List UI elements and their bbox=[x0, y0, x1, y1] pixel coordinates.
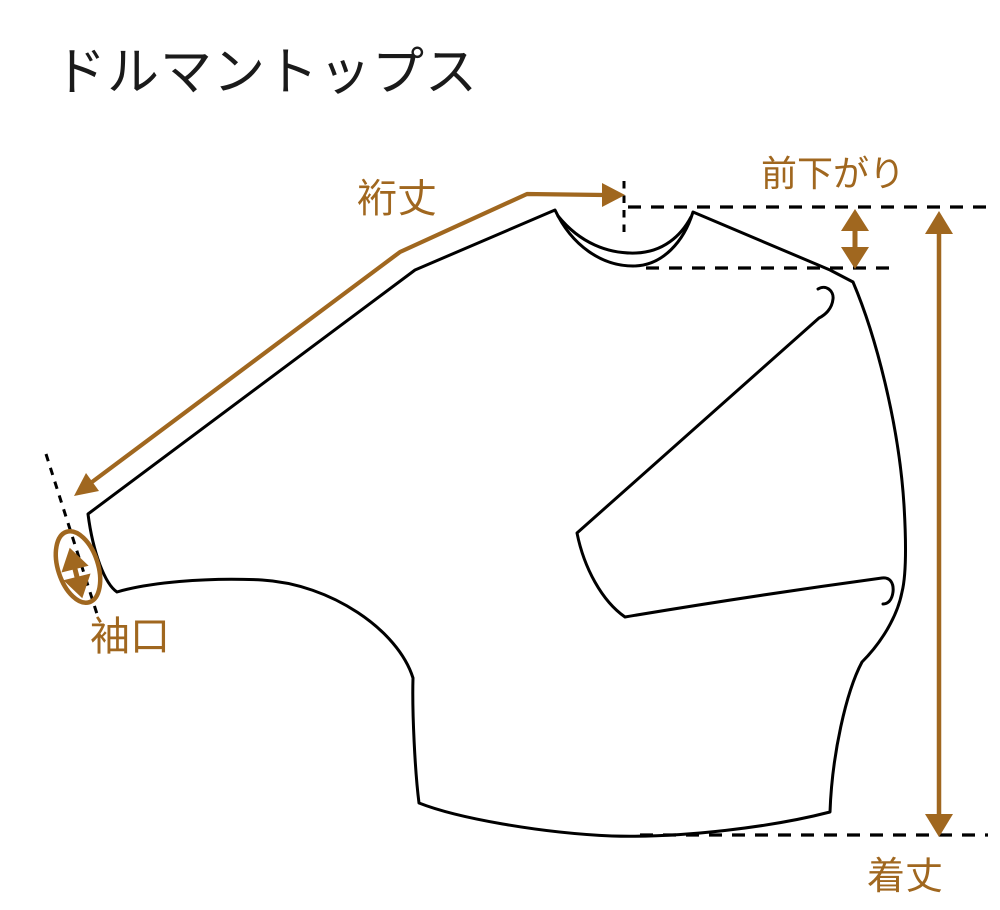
maesagari-arrowhead-up-icon bbox=[841, 209, 869, 231]
yuki-label: 裄丈 bbox=[357, 176, 437, 222]
neckline-inner-curve bbox=[556, 214, 693, 255]
inner-seam-line bbox=[575, 285, 895, 619]
diagram-title: ドルマントップス bbox=[54, 43, 478, 103]
kitake-double-arrow bbox=[925, 211, 953, 837]
garment-outline bbox=[86, 208, 907, 838]
cuff-arrowhead-up-icon bbox=[61, 547, 89, 573]
yuki-arrowhead-right-icon bbox=[602, 183, 625, 207]
cuff-ellipse bbox=[53, 529, 103, 605]
yuki-arrowhead-left-icon bbox=[74, 473, 99, 496]
measurement-marks bbox=[53, 183, 953, 837]
sodeguchi-label: 袖口 bbox=[90, 614, 170, 660]
kitake-arrowhead-up-icon bbox=[925, 211, 953, 234]
garment-drawing bbox=[86, 208, 907, 838]
cuff-double-arrow bbox=[61, 547, 91, 599]
kitake-arrowhead-down-icon bbox=[925, 814, 953, 837]
maesagari-double-arrow bbox=[841, 209, 869, 269]
cuff-arrowhead-down-icon bbox=[63, 573, 91, 599]
maesagari-label: 前下がり bbox=[761, 154, 905, 195]
kitake-label: 着丈 bbox=[867, 854, 943, 898]
maesagari-arrowhead-down-icon bbox=[841, 247, 869, 269]
yuki-measure-line bbox=[90, 191, 605, 484]
